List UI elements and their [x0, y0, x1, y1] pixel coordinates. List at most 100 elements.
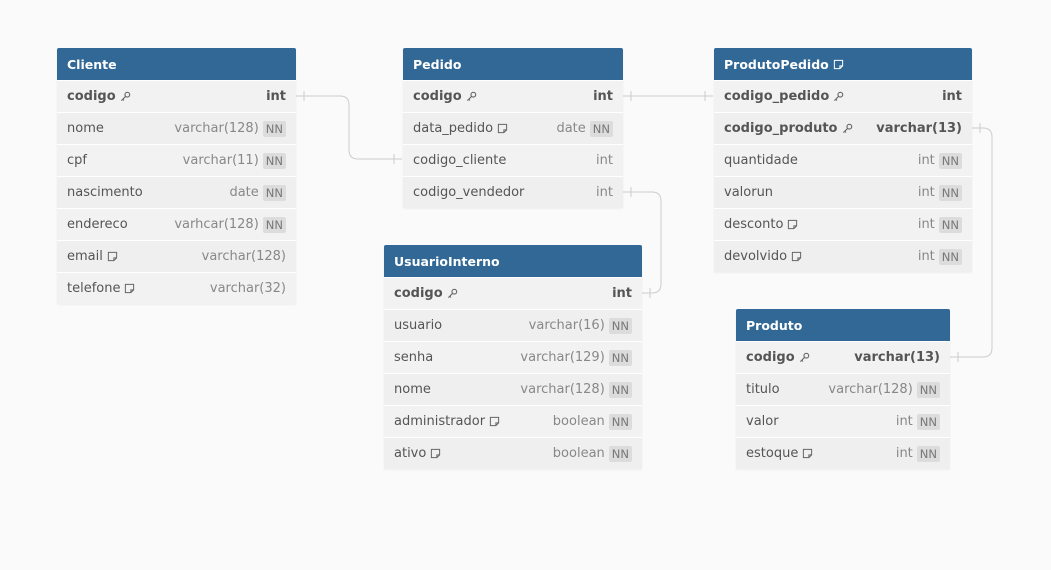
field-type-group: int — [612, 286, 632, 301]
field-type: varchar(128) — [520, 382, 605, 397]
not-null-badge: NN — [916, 413, 940, 430]
table-header[interactable]: UsuarioInterno — [384, 245, 642, 277]
field-name-group: desconto — [724, 217, 798, 232]
field-row[interactable]: codigo int — [384, 277, 642, 309]
field-type: int — [895, 446, 913, 461]
field-name: telefone — [67, 281, 121, 296]
field-type: date — [229, 185, 259, 200]
field-name: desconto — [724, 217, 784, 232]
field-name: quantidade — [724, 153, 798, 168]
field-type: int — [596, 153, 613, 168]
key-icon — [466, 91, 477, 102]
field-type: varchar(128) — [174, 121, 259, 136]
table-title: UsuarioInterno — [394, 253, 500, 269]
field-name: titulo — [746, 382, 780, 397]
table-header[interactable]: Pedido — [403, 48, 623, 80]
relation-cliente-pedido — [296, 95, 402, 160]
field-type: varchar(13) — [876, 121, 962, 136]
field-name-group: titulo — [746, 382, 780, 397]
table-header[interactable]: Produto — [736, 309, 950, 341]
field-name: codigo_pedido — [724, 89, 830, 104]
note-icon[interactable] — [802, 448, 813, 459]
not-null-badge: NN — [608, 413, 632, 430]
field-type: date — [556, 121, 586, 136]
field-name: data_pedido — [413, 121, 494, 136]
table-header[interactable]: Cliente — [57, 48, 296, 80]
not-null-badge: NN — [916, 381, 940, 398]
field-type: int — [917, 217, 935, 232]
field-row[interactable]: codigo_pedido int — [714, 80, 972, 112]
field-name-group: codigo_pedido — [724, 89, 844, 104]
note-icon[interactable] — [791, 251, 802, 262]
field-type: varchar(16) — [528, 318, 605, 333]
field-name: codigo — [394, 286, 443, 301]
note-icon[interactable] — [430, 448, 441, 459]
field-type-group: int — [593, 89, 613, 104]
field-row[interactable]: codigo_produto varchar(13) — [714, 112, 972, 144]
field-type: varhcar(128) — [174, 217, 259, 232]
field-name-group: codigo — [746, 350, 810, 365]
field-row[interactable]: telefone varchar(32) — [57, 272, 296, 304]
field-name: codigo_produto — [724, 121, 838, 136]
field-name: endereco — [67, 217, 128, 232]
field-type: int — [942, 89, 962, 104]
table-header[interactable]: ProdutoPedido — [714, 48, 972, 80]
note-icon[interactable] — [787, 219, 798, 230]
field-name: administrador — [394, 414, 486, 429]
table-title: Produto — [746, 317, 803, 333]
field-type: int — [895, 414, 913, 429]
field-name: codigo — [746, 350, 795, 365]
field-name-group: valor — [746, 414, 779, 429]
note-icon[interactable] — [489, 416, 500, 427]
table-title: Cliente — [67, 56, 117, 72]
field-name-group: codigo — [394, 286, 458, 301]
note-icon[interactable] — [124, 283, 135, 294]
note-icon[interactable] — [107, 251, 118, 262]
field-name-group: telefone — [67, 281, 135, 296]
field-name: codigo — [413, 89, 462, 104]
note-icon[interactable] — [833, 59, 844, 70]
note-icon[interactable] — [497, 123, 508, 134]
field-name-group: valorun — [724, 185, 773, 200]
not-null-badge: NN — [608, 349, 632, 366]
not-null-badge: NN — [262, 184, 286, 201]
field-type-group: varchar(32) — [210, 281, 286, 296]
field-name: valor — [746, 414, 779, 429]
field-name: ativo — [394, 446, 427, 461]
field-name-group: codigo_produto — [724, 121, 853, 136]
field-row[interactable]: codigo int — [403, 80, 623, 112]
